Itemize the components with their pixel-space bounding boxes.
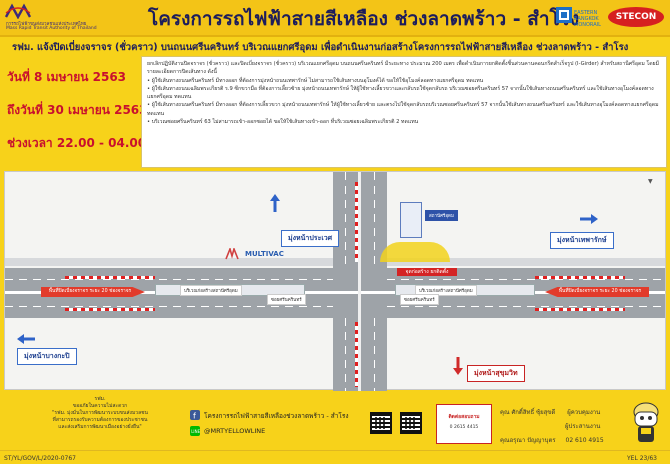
station-building (400, 202, 422, 238)
construction-point-label: จุดก่อสร้าง ยกติดตั้ง (397, 268, 457, 276)
soi-label: ซอยศรีนครินทร์ (400, 294, 439, 305)
staff-name: คุณ ศักดิ์สิทธิ์ ซุ้ยสุขดี (500, 409, 556, 416)
lane-marking (345, 172, 346, 268)
bottom-bar (0, 450, 670, 464)
facebook-icon[interactable]: f (190, 410, 200, 420)
construction-highlight (380, 242, 450, 262)
notice-item: • ผู้ใช้เส้นทางถนนศรีนครินทร์ มีทางออก ท… (147, 77, 484, 84)
barrier (65, 308, 155, 311)
contact-info: รฟม. ขออภัยในความไม่สะดวก "รฟม. มุ่งมั่น… (25, 396, 175, 431)
barrier (355, 182, 358, 262)
contact-line: ขออภัยในความไม่สะดวก (72, 403, 128, 409)
qr-code-facebook[interactable] (370, 412, 392, 434)
staff-supervisor: คุณ ศักดิ์สิทธิ์ ซุ้ยสุขดี ผู้ควบคุมงาน (500, 407, 600, 417)
staff-coordinator-role: ผู้ประสานงาน (565, 423, 601, 430)
notice-box: ยกเลิกปฏิบัติงานปิดจราจร (ชั่วคราว) และป… (141, 56, 667, 168)
hotline-label: ติดต่อสอบถาม (448, 414, 480, 420)
notice-item: • ผู้ใช้เส้นทางถนนศรีนครินทร์ มีทางออก ท… (147, 102, 659, 117)
barrier (535, 276, 625, 279)
lane-marking (387, 279, 665, 280)
notice-item: • บริเวณซอยศรีนครินทร์ 63 ไม่สามารถเข้า-… (147, 119, 419, 126)
lane-marking (387, 306, 665, 307)
closure-arrow-left: พื้นที่ปิดเบี่ยงจราจร ระยะ 20 ช่องจราจร (41, 287, 145, 297)
barrier (535, 308, 625, 311)
date-panel: วันที่ 8 เมษายน 2563 ถึงวันที่ 30 เมษายน… (3, 56, 163, 166)
road-median-vertical (358, 172, 361, 391)
direction-west: มุ่งหน้าบางกะปิ (17, 348, 77, 365)
staff-coordinator: คุณอรุณา ปัญญาบุตร 02 610 4915 (500, 435, 604, 445)
lane-marking (345, 318, 346, 391)
staff-role: ผู้ควบคุมงาน (567, 409, 601, 416)
lane-marking (374, 318, 375, 391)
facebook-page[interactable]: โครงการรถไฟฟ้าสายสีเหลืองช่วงลาดพร้าว - … (204, 412, 349, 420)
staff-name: คุณอรุณา ปัญญาบุตร (500, 437, 556, 444)
map-corner-mark: ▼ (648, 178, 653, 185)
station-label: สถานีศรีอุดม (425, 210, 458, 221)
traffic-map: บริเวณก่อสร้างสถานีศรีอุดม บริเวณก่อสร้า… (4, 171, 666, 391)
arrow-down-icon (453, 357, 463, 375)
document-id: ST/YL/GOV/L/2020-0767 (4, 455, 76, 462)
direction-east: มุ่งหน้าเทพารักษ์ (550, 232, 614, 249)
arrow-right-icon (580, 214, 598, 224)
svg-text:MONORAIL: MONORAIL (574, 22, 601, 28)
announcement-subtitle: รฟม. แจ้งปิดเบี่ยงจราจร (ชั่วคราว) บนถนน… (12, 42, 629, 53)
page-title: โครงการรถไฟฟ้าสายสีเหลือง ช่วงลาดพร้าว -… (148, 8, 580, 30)
closure-arrow-right: พื้นที่ปิดเบี่ยงจราจร ระยะ 20 ช่องจราจร (545, 287, 649, 297)
area-label: บริเวณก่อสร้างสถานีศรีอุดม (415, 285, 477, 296)
eastern-bangkok-monorail-logo: EASTERN BANGKOK MONORAIL (556, 7, 601, 28)
start-date: วันที่ 8 เมษายน 2563 (7, 70, 127, 84)
hotline-number: 0 2615 4415 (449, 425, 479, 430)
arrow-up-icon (270, 194, 280, 212)
lane-marking (5, 279, 333, 280)
soi-label: ซอยศรีนครินทร์ (267, 294, 306, 305)
hotline-box: ติดต่อสอบถาม 0 2615 4415 (436, 404, 492, 444)
lane-marking (5, 306, 333, 307)
end-date: ถึงวันที่ 30 เมษายน 2563 (7, 103, 148, 117)
line-account[interactable]: @MRTYELLOWLINE (204, 427, 266, 435)
road-median (5, 291, 665, 294)
barrier (355, 322, 358, 387)
direction-north: มุ่งหน้าประเวศ (281, 230, 340, 247)
lane-marking (374, 172, 375, 268)
mascot-icon (633, 402, 659, 442)
barrier (65, 276, 155, 279)
contact-line: ที่สามารถรองรับความต้องการของประชาชน (52, 417, 148, 423)
contact-line: "รฟม. มุ่งมั่นในการพัฒนาระบบขนส่งมวลชน (52, 410, 148, 416)
staff-phone: 02 610 4915 (565, 437, 604, 444)
arrow-left-icon (17, 334, 35, 344)
direction-south: มุ่งหน้าสุขุมวิท (467, 365, 525, 382)
line-icon[interactable]: LINE (190, 426, 200, 436)
contact-head: รฟม. (94, 396, 106, 402)
svg-text:EASTERN: EASTERN (574, 10, 597, 16)
time-range: ช่วงเวลา 22.00 - 04.00 น. (7, 136, 164, 150)
area-label: บริเวณก่อสร้างสถานีศรีอุดม (180, 285, 242, 296)
notice-paragraph: ยกเลิกปฏิบัติงานปิดจราจร (ชั่วคราว) และป… (147, 61, 660, 76)
document-page: YEL 23/63 (627, 455, 657, 462)
header-bar: การรถไฟฟ้าขนส่งมวลชนแห่งประเทศไทย Mass R… (0, 0, 670, 37)
svg-text:BANGKOK: BANGKOK (574, 16, 599, 22)
qr-code-line[interactable] (400, 412, 422, 434)
svg-text:f: f (193, 412, 196, 421)
mrta-mark-icon (4, 3, 32, 19)
stecon-logo: STECON (608, 7, 664, 27)
org-name-english: Mass Rapid Transit Authority of Thailand (6, 26, 97, 31)
multivac-sign: MULTIVAC (245, 250, 284, 258)
contact-line: และส่งเสริมการพัฒนาเมืองอย่างยั่งยืน" (58, 424, 142, 430)
hotel-logo-icon (225, 248, 239, 260)
notice-item: • ผู้ใช้เส้นทางถนนเฉลิมพระเกียรติ ร.9 ซี… (147, 85, 654, 101)
org-name-thai: การรถไฟฟ้าขนส่งมวลชนแห่งประเทศไทย (6, 22, 87, 27)
svg-text:LINE: LINE (191, 429, 200, 434)
mrta-logo: การรถไฟฟ้าขนส่งมวลชนแห่งประเทศไทย Mass R… (4, 3, 114, 33)
